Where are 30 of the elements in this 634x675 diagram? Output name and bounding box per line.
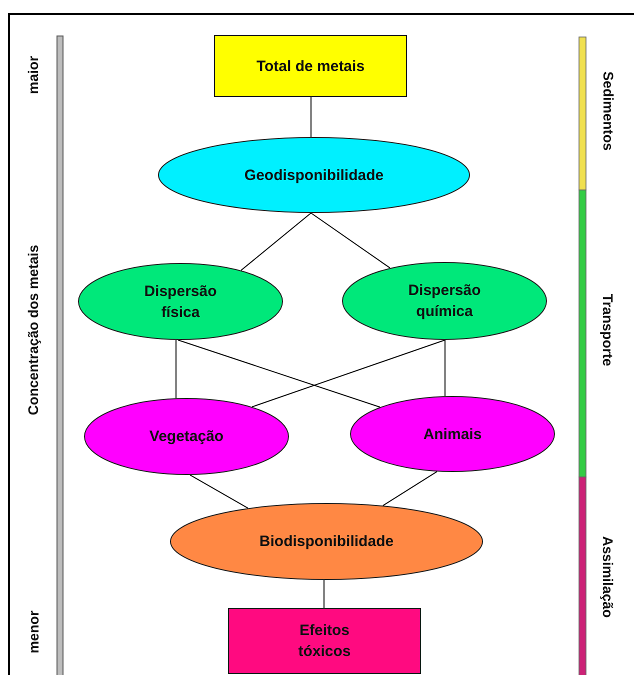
connector-line	[444, 340, 446, 397]
ellipse-node	[158, 137, 470, 213]
axis-label: Assimilação	[600, 536, 616, 618]
axis-label: menor	[24, 610, 41, 654]
node-label: Dispersão física	[143, 282, 218, 322]
axis-label: Concentração dos metais	[25, 244, 42, 416]
connector-line	[240, 212, 312, 271]
axis-label: Transporte	[600, 294, 616, 366]
connector-line	[382, 471, 438, 506]
ellipse-node	[78, 263, 283, 340]
ellipse-node	[170, 503, 483, 580]
ellipse-node	[84, 398, 289, 475]
node-label: Biodisponibilidade	[259, 532, 394, 552]
node-label: Total de metais	[256, 56, 365, 76]
connector-line	[310, 96, 312, 138]
ellipse-node	[342, 262, 547, 340]
node-label: Vegetação	[149, 427, 224, 447]
node-label: Efeitos tóxicos	[297, 621, 352, 662]
connector-line	[310, 212, 390, 268]
axis-label: maior	[25, 56, 42, 94]
connector-line	[252, 340, 446, 408]
connector-line	[178, 340, 380, 408]
process-box	[214, 35, 407, 97]
node-label: Dispersão química	[407, 281, 482, 322]
axis-label: Sedimentos	[600, 71, 616, 151]
process-box	[228, 608, 421, 674]
ellipse-node	[350, 396, 555, 472]
node-label: Geodisponibilidade	[244, 166, 384, 186]
node-label: Animais	[423, 424, 482, 444]
connector-line	[190, 474, 248, 509]
